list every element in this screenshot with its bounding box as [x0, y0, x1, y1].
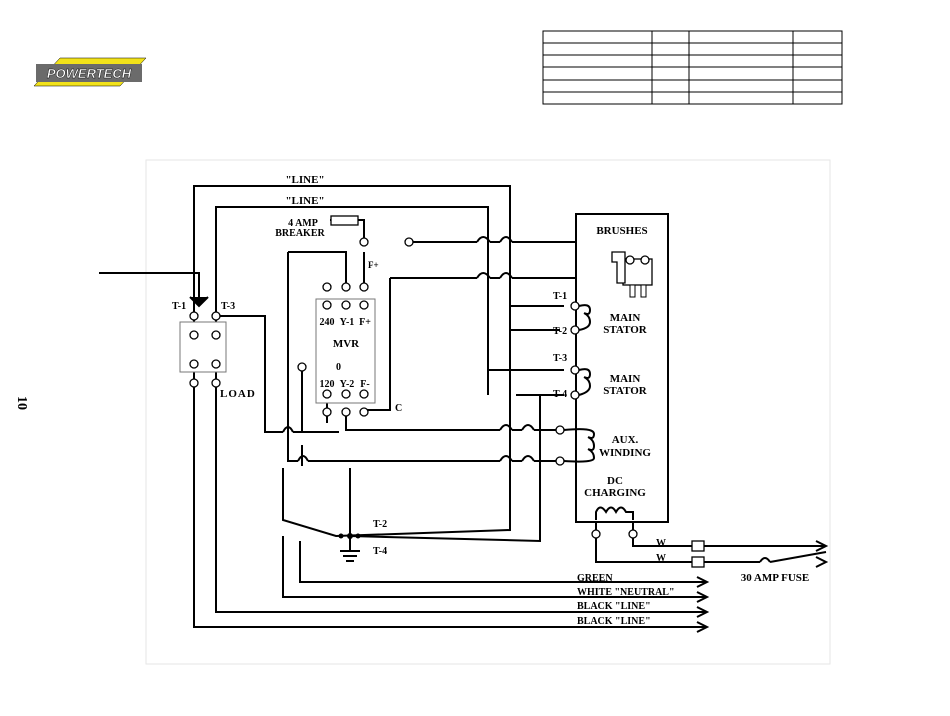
label-black-line-2: BLACK "LINE"	[577, 616, 651, 627]
label-black-line-1: BLACK "LINE"	[577, 601, 651, 612]
label-green: GREEN	[577, 573, 613, 584]
page-number: 10	[14, 396, 29, 410]
label-t3-right: T-3	[553, 353, 567, 364]
label-brushes: BRUSHES	[596, 225, 647, 237]
label-main-stator-2b: STATOR	[603, 385, 647, 397]
label-main-stator-1b: STATOR	[603, 324, 647, 336]
header-table	[543, 31, 842, 104]
label-load: LOAD	[220, 388, 256, 400]
label-dc-a: DC	[607, 475, 623, 487]
label-mvr: MVR	[333, 338, 360, 350]
label-mvr-y1: Y-1	[340, 317, 355, 328]
label-mvr-120: 120	[320, 379, 335, 390]
label-mvr-0: 0	[336, 362, 341, 373]
label-fuse: 30 AMP FUSE	[741, 572, 809, 584]
label-line-2: "LINE"	[285, 195, 324, 207]
label-breaker: BREAKER	[275, 228, 325, 239]
label-f-plus-top: F+	[368, 260, 379, 270]
label-mvr-y2: Y-2	[340, 379, 355, 390]
label-w2: W	[656, 553, 666, 564]
junction-dots	[339, 533, 361, 539]
label-mvr-240: 240	[320, 317, 335, 328]
label-main-stator-2a: MAIN	[610, 373, 641, 385]
label-t2-right: T-2	[553, 326, 567, 337]
label-t3-left: T-3	[221, 301, 235, 312]
label-t1-right: T-1	[553, 291, 567, 302]
label-dc-b: CHARGING	[584, 487, 646, 499]
label-white-neutral: WHITE "NEUTRAL"	[577, 587, 675, 598]
label-c: C	[395, 403, 402, 414]
label-line-1: "LINE"	[285, 174, 324, 186]
powertech-logo: POWERTECH	[34, 58, 146, 86]
label-t2-bottom: T-2	[373, 519, 387, 530]
label-mvr-fminus: F-	[360, 379, 369, 390]
label-aux-b: WINDING	[599, 447, 651, 459]
label-aux-a: AUX.	[612, 434, 639, 446]
label-t4-bottom: T-4	[373, 546, 387, 557]
label-main-stator-1a: MAIN	[610, 312, 641, 324]
label-t4-right: T-4	[553, 389, 567, 400]
logo-text: POWERTECH	[47, 66, 132, 81]
label-t1-left: T-1	[172, 301, 186, 312]
label-mvr-fplus: F+	[359, 317, 371, 328]
label-w1: W	[656, 538, 666, 549]
